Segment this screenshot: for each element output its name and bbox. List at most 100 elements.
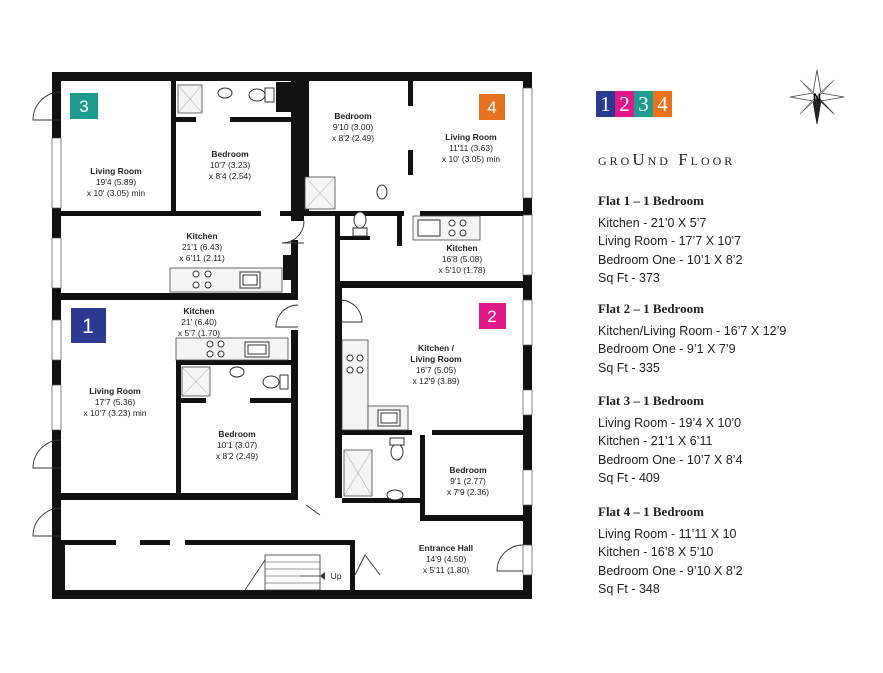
svg-text:x 8'2 (2.49): x 8'2 (2.49): [216, 451, 258, 461]
svg-text:Bedroom: Bedroom: [218, 429, 256, 439]
svg-text:x 10' (3.05) min: x 10' (3.05) min: [442, 154, 501, 164]
flat-4-title: Flat 4 – 1 Bedroom: [598, 504, 704, 519]
flat-3-summary: Flat 3 – 1 Bedroom Living Room - 19’4 X …: [598, 393, 743, 487]
room-label-flat3-living: Living Room 19'4 (5.89) x 10' (3.05) min: [87, 166, 146, 198]
flat-1-line: Bedroom One - 10’1 X 8’2: [598, 252, 743, 267]
windows: [51, 87, 533, 576]
flat-3-line: Bedroom One - 10’7 X 8’4: [598, 452, 743, 467]
room-label-flat3-bedroom: Bedroom 10'7 (3.23) x 8'4 (2.54): [209, 149, 251, 181]
svg-text:9'1 (2.77): 9'1 (2.77): [450, 476, 486, 486]
flat-2-line: Sq Ft - 335: [598, 360, 660, 375]
svg-text:10'7 (3.23): 10'7 (3.23): [210, 160, 251, 170]
svg-text:Bedroom: Bedroom: [334, 111, 372, 121]
flat-3-title: Flat 3 – 1 Bedroom: [598, 393, 704, 408]
svg-text:Kitchen: Kitchen: [183, 306, 214, 316]
room-label-flat3-kitchen: Kitchen 21'1 (6.43) x 6'11 (2.11): [179, 231, 225, 263]
svg-text:Bedroom: Bedroom: [211, 149, 249, 159]
floor-plan: 3 4 1 2 Bedroom 10'7 (3.23) x 8'4 (2.54)…: [32, 72, 533, 599]
svg-text:x 8'4 (2.54): x 8'4 (2.54): [209, 171, 251, 181]
doors: [32, 91, 524, 576]
svg-text:10'1 (3.07): 10'1 (3.07): [217, 440, 258, 450]
flat-3-line: Kitchen - 21’1 X 6’11: [598, 434, 713, 449]
flat-1-title: Flat 1 – 1 Bedroom: [598, 193, 704, 208]
basin: [386, 489, 404, 501]
badge-flat-2: 2: [479, 303, 506, 329]
svg-text:9'10 (3.00): 9'10 (3.00): [333, 122, 374, 132]
toilet-bowl: [390, 443, 404, 461]
room-label-flat1-kitchen: Kitchen 21' (6.40) x 5'7 (1.70): [178, 306, 220, 338]
svg-text:x 5'10 (1.78): x 5'10 (1.78): [439, 265, 486, 275]
flat-2-title: Flat 2 – 1 Bedroom: [598, 301, 704, 316]
svg-text:x 5'7 (1.70): x 5'7 (1.70): [178, 328, 220, 338]
flat-4-line: Sq Ft - 348: [598, 581, 660, 596]
svg-text:x 12'9 (3.89): x 12'9 (3.89): [413, 376, 460, 386]
svg-text:2: 2: [487, 307, 496, 326]
flat-4-summary: Flat 4 – 1 Bedroom Living Room - 11’11 X…: [598, 504, 743, 598]
toilet-bowl: [353, 211, 367, 229]
svg-text:x 10'7 (3.23) min: x 10'7 (3.23) min: [83, 408, 146, 418]
interior-walls: [61, 81, 523, 590]
badge-flat-3: 3: [70, 93, 98, 119]
legend-flat-1: 1: [596, 91, 615, 117]
room-label-flat2-kitchen-living: Kitchen / Living Room 16'7 (5.05) x 12'9…: [410, 343, 462, 386]
toilet-cistern: [264, 87, 275, 103]
basin: [229, 366, 245, 378]
compass-icon: N: [789, 69, 845, 125]
flat-4-line: Living Room - 11’11 X 10: [598, 527, 737, 541]
room-label-entrance-hall: Entrance Hall 14'9 (4.50) x 5'11 (1.80): [419, 543, 473, 575]
flat-2-line: Kitchen/Living Room - 16’7 X 12’9: [598, 324, 787, 338]
svg-text:Living Room: Living Room: [410, 354, 462, 364]
svg-text:Living Room: Living Room: [445, 132, 497, 142]
svg-text:Living Room: Living Room: [90, 166, 142, 176]
flat-4-line: Kitchen - 16’8 X 5’10: [598, 545, 714, 560]
flat-1-line: Sq Ft - 373: [598, 270, 660, 285]
toilet-cistern: [279, 374, 289, 390]
legend-flat-4: 4: [653, 91, 672, 117]
svg-text:Entrance Hall: Entrance Hall: [419, 543, 473, 553]
svg-text:17'7 (5.36): 17'7 (5.36): [95, 397, 136, 407]
svg-text:Kitchen: Kitchen: [186, 231, 217, 241]
flat-colour-legend: 1 2 3 4: [596, 91, 672, 117]
svg-text:Kitchen: Kitchen: [446, 243, 477, 253]
room-label-flat4-bedroom: Bedroom 9'10 (3.00) x 8'2 (2.49): [332, 111, 374, 143]
svg-text:x 10' (3.05) min: x 10' (3.05) min: [87, 188, 146, 198]
svg-text:3: 3: [79, 97, 88, 116]
flat-1-line: Living Room - 17’7 X 10’7: [598, 234, 742, 249]
badge-flat-4: 4: [479, 94, 505, 120]
svg-text:16'8 (5.08): 16'8 (5.08): [442, 254, 483, 264]
svg-text:21'1 (6.43): 21'1 (6.43): [182, 242, 223, 252]
legend-flat-2: 2: [615, 91, 634, 117]
svg-text:Kitchen /: Kitchen /: [418, 343, 455, 353]
flat-2-summary: Flat 2 – 1 Bedroom Kitchen/Living Room -…: [598, 301, 786, 377]
svg-text:19'4 (5.89): 19'4 (5.89): [96, 177, 137, 187]
room-label-flat4-kitchen: Kitchen 16'8 (5.08) x 5'10 (1.78): [439, 243, 486, 275]
svg-text:Bedroom: Bedroom: [449, 465, 487, 475]
room-label-flat1-living: Living Room 17'7 (5.36) x 10'7 (3.23) mi…: [83, 386, 146, 418]
svg-text:16'7 (5.05): 16'7 (5.05): [416, 365, 457, 375]
room-label-flat4-living: Living Room 11'11 (3.63) x 10' (3.05) mi…: [442, 132, 501, 164]
toilet-bowl: [262, 375, 280, 389]
svg-text:21' (6.40): 21' (6.40): [181, 317, 217, 327]
svg-text:x 5'11 (1.80): x 5'11 (1.80): [423, 565, 470, 575]
fixtures: [169, 84, 481, 501]
toilet-bowl: [248, 88, 266, 102]
basin: [217, 87, 233, 99]
flat-3-line: Living Room - 19’4 X 10’0: [598, 416, 742, 430]
svg-text:4: 4: [487, 98, 496, 117]
room-label-flat1-bedroom: Bedroom 10'1 (3.07) x 8'2 (2.49): [216, 429, 258, 461]
flat-4-line: Bedroom One - 9’10 X 8’2: [598, 563, 743, 578]
legend-flat-3: 3: [634, 91, 653, 117]
svg-text:N: N: [813, 92, 821, 104]
svg-text:11'11 (3.63): 11'11 (3.63): [449, 143, 493, 153]
svg-text:x 7'9 (2.36): x 7'9 (2.36): [447, 487, 489, 497]
svg-text:x 6'11 (2.11): x 6'11 (2.11): [179, 253, 225, 263]
svg-text:x 8'2 (2.49): x 8'2 (2.49): [332, 133, 374, 143]
flat-1-summary: Flat 1 – 1 Bedroom Kitchen - 21’0 X 5’7 …: [598, 193, 743, 287]
flat-3-line: Sq Ft - 409: [598, 470, 660, 485]
stairs: [244, 554, 325, 591]
basin: [376, 184, 388, 200]
floor-title: groUnd Floor: [598, 150, 736, 169]
badge-flat-1: 1: [71, 308, 106, 343]
stairs-up-label: Up: [331, 571, 342, 581]
svg-text:1: 1: [82, 315, 94, 338]
